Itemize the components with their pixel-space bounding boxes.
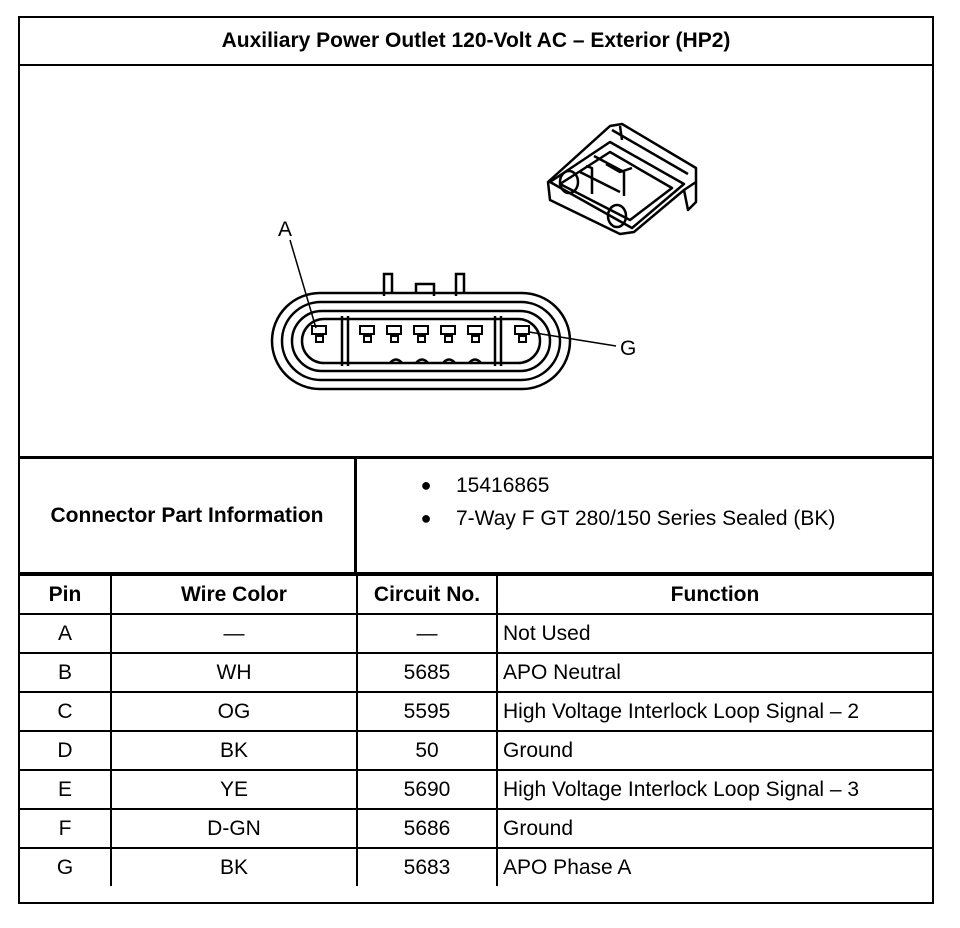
header-pin: Pin <box>20 574 112 615</box>
header-wire-color: Wire Color <box>110 574 358 615</box>
connector-description: 7-Way F GT 280/150 Series Sealed (BK) <box>456 506 836 530</box>
list-item: ● 15416865 <box>360 469 930 502</box>
circuit-cell: 5686 <box>356 808 498 849</box>
function-cell: High Voltage Interlock Loop Signal – 2 <box>496 691 932 732</box>
pin-table: Pin Wire Color Circuit No. Function A — … <box>20 574 932 886</box>
circuit-cell: 50 <box>356 730 498 771</box>
list-item: ● 7-Way F GT 280/150 Series Sealed (BK) <box>360 502 930 535</box>
pin-cell: C <box>20 691 112 732</box>
pin-cell: B <box>20 652 112 693</box>
table-row: A — — Not Used <box>20 613 932 654</box>
circuit-cell: 5685 <box>356 652 498 693</box>
pin-cell: A <box>20 613 112 654</box>
wire-color-cell: D-GN <box>110 808 358 849</box>
sheet-title: Auxiliary Power Outlet 120-Volt AC – Ext… <box>20 18 932 66</box>
function-cell: Ground <box>496 808 932 849</box>
connector-part-info: Connector Part Information ● 15416865 ● … <box>20 456 932 574</box>
wire-color-cell: OG <box>110 691 358 732</box>
wire-color-cell: — <box>110 613 358 654</box>
wire-color-cell: BK <box>110 847 358 886</box>
terminal-cavities <box>311 325 530 343</box>
connector-illustration: A G <box>270 122 698 391</box>
function-cell: APO Phase A <box>496 847 932 886</box>
table-header-row: Pin Wire Color Circuit No. Function <box>20 574 932 615</box>
bullet-icon: ● <box>420 508 432 528</box>
callout-leaders <box>289 239 617 347</box>
function-cell: Ground <box>496 730 932 771</box>
wire-color-cell: YE <box>110 769 358 810</box>
pin-cell: F <box>20 808 112 849</box>
header-circuit-no: Circuit No. <box>356 574 498 615</box>
circuit-cell: 5690 <box>356 769 498 810</box>
connector-info-list: ● 15416865 ● 7-Way F GT 280/150 Series S… <box>360 469 930 535</box>
circuit-cell: 5595 <box>356 691 498 732</box>
bullet-icon: ● <box>420 475 432 495</box>
pin-cell: D <box>20 730 112 771</box>
table-row: C OG 5595 High Voltage Interlock Loop Si… <box>20 691 932 732</box>
connector-face-view <box>270 272 572 391</box>
circuit-cell: — <box>356 613 498 654</box>
table-row: B WH 5685 APO Neutral <box>20 652 932 693</box>
callout-g-label: G <box>620 337 636 360</box>
callout-a-label: A <box>278 218 292 241</box>
table-row: D BK 50 Ground <box>20 730 932 771</box>
header-function: Function <box>496 574 932 615</box>
part-number: 15416865 <box>456 473 550 497</box>
function-cell: High Voltage Interlock Loop Signal – 3 <box>496 769 932 810</box>
table-row: G BK 5683 APO Phase A <box>20 847 932 886</box>
connector-3d-view <box>546 122 698 236</box>
pin-cell: E <box>20 769 112 810</box>
connector-drawing: A G <box>20 64 932 456</box>
function-cell: APO Neutral <box>496 652 932 693</box>
connector-sheet: Auxiliary Power Outlet 120-Volt AC – Ext… <box>18 16 934 904</box>
connector-info-label: Connector Part Information <box>20 459 357 572</box>
wire-color-cell: WH <box>110 652 358 693</box>
table-row: E YE 5690 High Voltage Interlock Loop Si… <box>20 769 932 810</box>
table-row: F D-GN 5686 Ground <box>20 808 932 849</box>
wire-color-cell: BK <box>110 730 358 771</box>
circuit-cell: 5683 <box>356 847 498 886</box>
pin-cell: G <box>20 847 112 886</box>
function-cell: Not Used <box>496 613 932 654</box>
